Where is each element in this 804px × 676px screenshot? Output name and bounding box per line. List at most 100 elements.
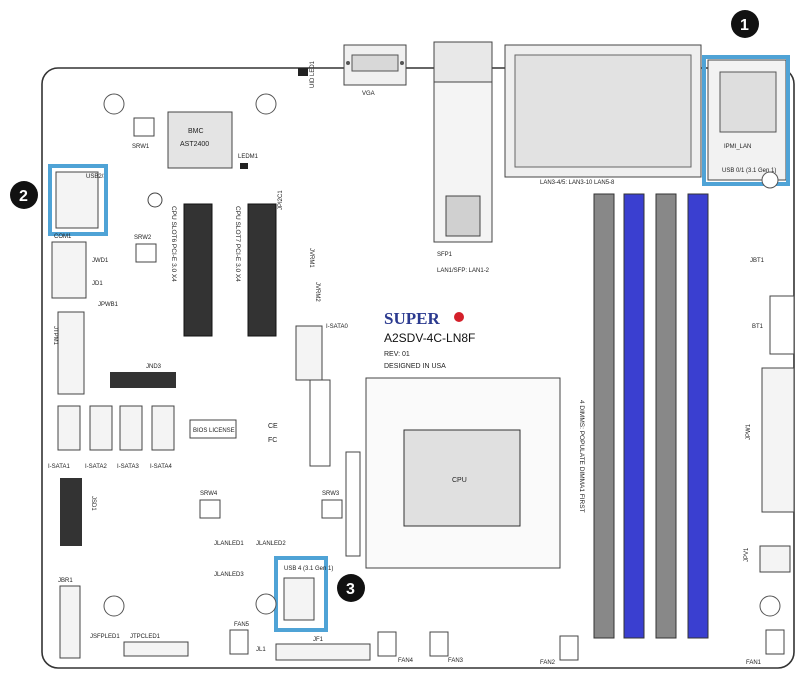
brand-logo: SUPER (384, 309, 440, 328)
svg-text:I-SATA1: I-SATA1 (48, 464, 70, 470)
pcie-slot-6: CPU SLOT6 PCI-E 3.0 X4 (170, 203, 213, 337)
brand-dot (454, 312, 464, 322)
sata-port-1: I-SATA1 (48, 405, 81, 470)
svg-text:FAN3: FAN3 (448, 658, 464, 664)
svg-text:IPMI_LAN: IPMI_LAN (724, 144, 751, 150)
svg-text:LAN3-4/5: LAN3-10 LAN5-8: LAN3-4/5: LAN3-10 LAN5-8 (540, 180, 615, 186)
svg-text:1: 1 (740, 17, 749, 34)
sata-port-2: I-SATA2 (85, 405, 113, 470)
usb23-header: USB2/3 (55, 171, 107, 229)
svg-text:BIOS LICENSE: BIOS LICENSE (193, 428, 235, 434)
svg-text:JTPCLED1: JTPCLED1 (130, 634, 161, 640)
svg-text:JVRM2: JVRM2 (314, 282, 320, 302)
vga-label: VGA (362, 91, 375, 97)
model-name: A2SDV-4C-LN8F (384, 331, 475, 345)
svg-text:BMC: BMC (188, 128, 204, 135)
svg-text:FAN4: FAN4 (398, 658, 414, 664)
callout-3: 3 (337, 574, 365, 602)
jpi-header: JBR1 (58, 578, 81, 659)
sata-port-0: I-SATA0 (295, 324, 348, 381)
sfp-cage: SFP1 LAN1/SFP: LAN1-2 (433, 41, 493, 274)
fan3: FAN3 (429, 631, 464, 664)
dimm-slots (593, 193, 709, 639)
oc-slot (345, 451, 361, 557)
svg-text:JLANLED3: JLANLED3 (214, 572, 244, 578)
svg-text:JND3: JND3 (146, 364, 162, 370)
svg-text:AST2400: AST2400 (180, 141, 209, 148)
jtpcled1-header (123, 641, 189, 657)
fan5: FAN5 (229, 622, 250, 655)
svg-text:JF1: JF1 (313, 637, 324, 643)
srw2: SRW2 (134, 235, 157, 263)
srw4: SRW4 (199, 491, 221, 519)
flash-chip (309, 379, 331, 467)
callout-2: 2 (10, 181, 38, 209)
battery: BT1 (752, 295, 795, 355)
svg-text:JTPM1: JTPM1 (52, 326, 58, 346)
jf1-header: JF1 (275, 637, 371, 661)
usb4-header (283, 577, 315, 621)
atx-power: JPW1 (746, 367, 795, 513)
svg-text:2: 2 (19, 188, 28, 205)
bmc-chip: BMC AST2400 (167, 111, 233, 169)
svg-text:JLANLED1: JLANLED1 (214, 541, 244, 547)
fcc-mark: FC (268, 437, 277, 444)
jpv1: JPV1 (744, 545, 791, 573)
jtpm1-header: JTPM1 (52, 311, 85, 395)
svg-text:JWD1: JWD1 (92, 258, 109, 264)
ce-mark: CE (268, 423, 278, 430)
svg-text:I-SATA2: I-SATA2 (85, 464, 107, 470)
svg-text:COM1: COM1 (54, 234, 72, 240)
com1-header: COM1 (51, 234, 87, 299)
svg-text:JPW1: JPW1 (746, 423, 752, 440)
usb23-highlight (48, 164, 108, 236)
pcie-slot-7: CPU SLOT7 PCI-E 3.0 X4 (234, 203, 277, 337)
srw1: SRW1 (132, 117, 155, 150)
svg-text:JLANLED2: JLANLED2 (256, 541, 286, 547)
fan4: FAN4 (377, 631, 414, 664)
svg-text:LAN1/SFP: LAN1-2: LAN1/SFP: LAN1-2 (437, 268, 490, 274)
sd-slot: JSD1 (60, 478, 96, 546)
sata-port-4: I-SATA4 (150, 405, 175, 470)
memory-note: 4 DIMMS: POPULATE DIMMA1 FIRST (578, 400, 585, 513)
svg-text:SFP1: SFP1 (437, 252, 453, 258)
bmc-led: LEDM1 (238, 154, 259, 169)
svg-text:FAN5: FAN5 (234, 622, 250, 628)
svg-text:I-SATA3: I-SATA3 (117, 464, 139, 470)
svg-text:USB2/3: USB2/3 (86, 174, 107, 180)
svg-text:JL1: JL1 (256, 647, 266, 653)
sata-port-3: I-SATA3 (117, 405, 143, 470)
ipmi-usb-stack: IPMI_LAN (707, 59, 787, 181)
svg-text:SRW2: SRW2 (134, 235, 152, 241)
svg-text:UID LED1: UID LED1 (310, 60, 316, 88)
svg-text:CPU: CPU (452, 477, 467, 484)
uid-led: UID LED1 (298, 60, 316, 88)
fan2: FAN2 (540, 635, 579, 666)
svg-text:CPU SLOT7 PCI-E 3.0 X4: CPU SLOT7 PCI-E 3.0 X4 (234, 206, 241, 282)
svg-text:LEDM1: LEDM1 (238, 154, 259, 160)
usb01-highlight (702, 55, 790, 186)
mounting-hole (147, 192, 163, 208)
svg-text:JPWB1: JPWB1 (98, 302, 119, 308)
svg-text:JD1: JD1 (92, 281, 103, 287)
usb01-label: USB 0/1 (3.1 Gen 1) (722, 168, 776, 174)
svg-text:JPV1: JPV1 (744, 547, 750, 562)
lan-port-block: LAN3-4/5: LAN3-10 LAN5-8 (504, 44, 702, 186)
svg-text:JPI2C1: JPI2C1 (278, 190, 284, 210)
board-rev: REV: 01 (384, 351, 410, 358)
svg-text:BT1: BT1 (752, 324, 764, 330)
svg-text:JBT1: JBT1 (750, 258, 765, 264)
svg-text:I-SATA0: I-SATA0 (326, 324, 348, 330)
svg-text:JBR1: JBR1 (58, 578, 73, 584)
svg-text:3: 3 (346, 581, 355, 598)
svg-text:SRW3: SRW3 (322, 491, 340, 497)
svg-text:FAN1: FAN1 (746, 660, 762, 666)
svg-text:I-SATA4: I-SATA4 (150, 464, 172, 470)
svg-text:JVRM1: JVRM1 (308, 248, 314, 268)
bios-license: BIOS LICENSE (189, 419, 237, 439)
svg-text:FAN2: FAN2 (540, 660, 556, 666)
usb4-highlight (274, 556, 328, 632)
svg-text:SRW1: SRW1 (132, 144, 150, 150)
designed-in: DESIGNED IN USA (384, 363, 446, 370)
